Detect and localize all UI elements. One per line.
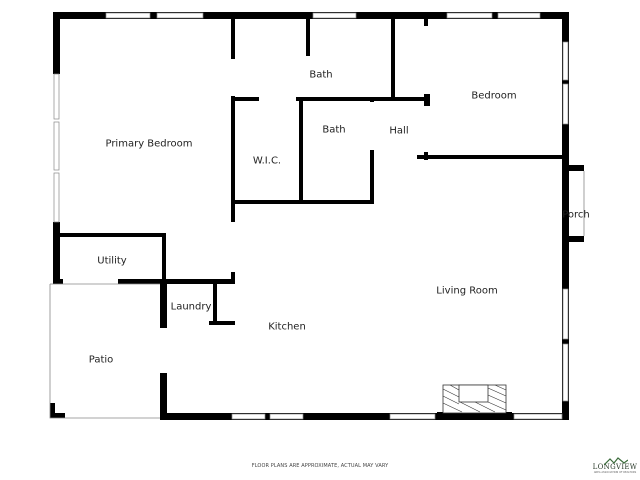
disclaimer-text: FLOOR PLANS ARE APPROXIMATE, ACTUAL MAY … — [251, 463, 389, 469]
room-label-hall: Hall — [389, 125, 409, 137]
exterior-walls — [53, 12, 569, 420]
room-label-primary-bedroom: Primary Bedroom — [105, 138, 193, 150]
logo-name: LONGVIEW — [592, 463, 638, 471]
room-label-living-room: Living Room — [436, 285, 498, 297]
logo-tagline: AREA ASSOCIATION OF REALTORS — [593, 471, 637, 474]
room-label-kitchen: Kitchen — [268, 321, 306, 333]
room-label-laundry: Laundry — [170, 301, 212, 313]
room-label-porch: Porch — [562, 209, 590, 221]
room-label-utility: Utility — [97, 255, 127, 267]
fireplace — [437, 384, 512, 420]
brand-logo: LONGVIEW AREA ASSOCIATION OF REALTORS — [592, 457, 638, 479]
room-label-bedroom: Bedroom — [471, 90, 517, 102]
patio-outline — [49, 171, 585, 419]
room-label-wic: W.I.C. — [252, 155, 282, 167]
room-label-bath-lower: Bath — [322, 124, 346, 136]
windows — [53, 12, 569, 420]
room-label-patio: Patio — [88, 354, 114, 366]
interior-walls — [50, 12, 584, 420]
room-label-bath-upper: Bath — [309, 69, 333, 81]
roof-mountain-icon — [604, 457, 628, 465]
